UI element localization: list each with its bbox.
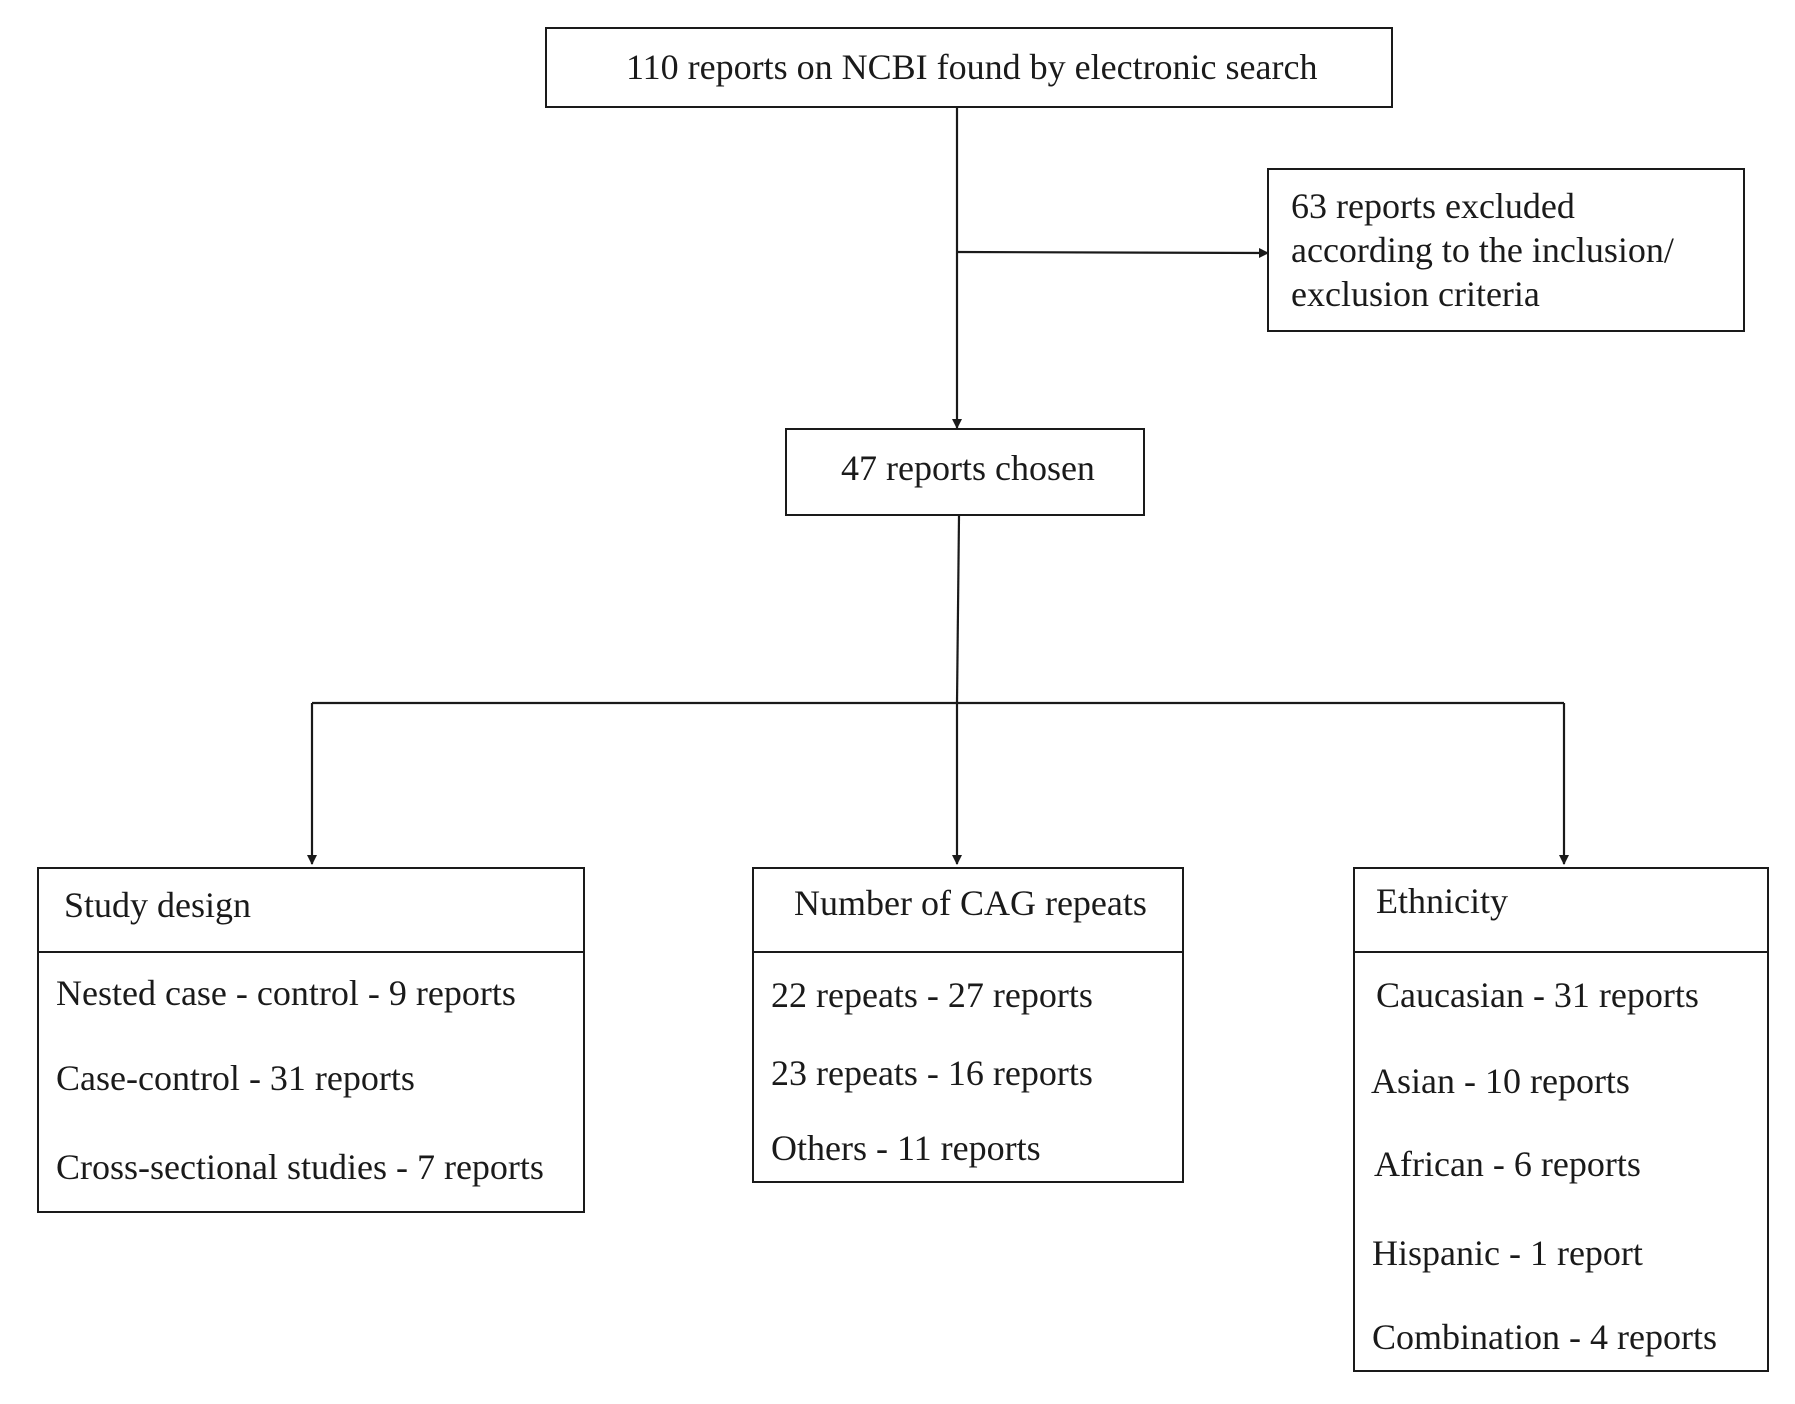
excluded-line-2: according to the inclusion/ xyxy=(1291,230,1674,270)
study-design-box: Study design Nested case - control - 9 r… xyxy=(37,867,585,1213)
cag-repeats-box: Number of CAG repeats 22 repeats - 27 re… xyxy=(752,867,1184,1183)
study-design-title: Study design xyxy=(64,885,252,925)
study-design-item: Nested case - control - 9 reports xyxy=(56,973,516,1013)
ethnicity-item: Combination - 4 reports xyxy=(1372,1317,1717,1357)
ethnicity-title: Ethnicity xyxy=(1376,881,1508,921)
ethnicity-item: Caucasian - 31 reports xyxy=(1376,975,1699,1015)
excluded-box: 63 reports excluded according to the inc… xyxy=(1267,168,1745,332)
cag-repeats-item: 23 repeats - 16 reports xyxy=(771,1053,1093,1093)
excluded-line-3: exclusion criteria xyxy=(1291,274,1540,314)
cag-repeats-header-divider xyxy=(754,951,1182,953)
ethnicity-item: Asian - 10 reports xyxy=(1371,1061,1630,1101)
excluded-line-1: 63 reports excluded xyxy=(1291,186,1575,226)
cag-repeats-item: Others - 11 reports xyxy=(771,1128,1041,1168)
cag-repeats-item: 22 repeats - 27 reports xyxy=(771,975,1093,1015)
ethnicity-header-divider xyxy=(1355,951,1767,953)
study-design-item: Case-control - 31 reports xyxy=(56,1058,415,1098)
study-design-item: Cross-sectional studies - 7 reports xyxy=(56,1147,544,1187)
chosen-box: 47 reports chosen xyxy=(785,428,1145,516)
ethnicity-box: Ethnicity Caucasian - 31 reports Asian -… xyxy=(1353,867,1769,1372)
cag-repeats-title: Number of CAG repeats xyxy=(794,883,1147,923)
chosen-text: 47 reports chosen xyxy=(841,448,1095,488)
source-text: 110 reports on NCBI found by electronic … xyxy=(626,47,1318,87)
ethnicity-item: Hispanic - 1 report xyxy=(1372,1233,1643,1273)
ethnicity-item: African - 6 reports xyxy=(1374,1144,1641,1184)
source-box: 110 reports on NCBI found by electronic … xyxy=(545,27,1393,108)
connector-to-excluded xyxy=(956,247,1269,258)
study-design-header-divider xyxy=(39,951,583,953)
connector-chosen-down xyxy=(955,515,961,704)
